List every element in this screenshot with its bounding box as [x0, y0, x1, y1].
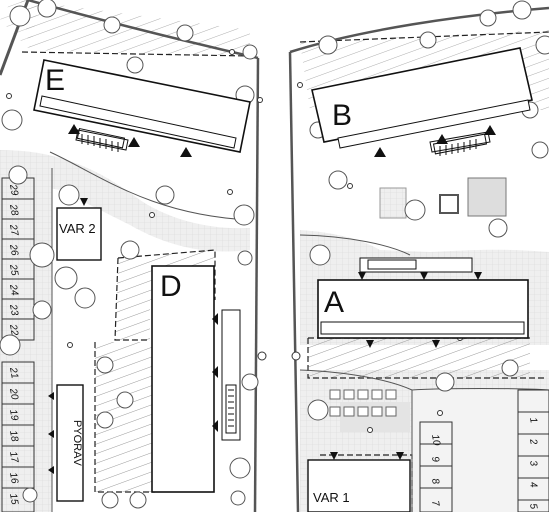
parking-number: 15 — [7, 493, 20, 506]
parking-number: 18 — [7, 430, 20, 443]
var2-shed: VAR 2 — [56, 207, 102, 261]
parking-number: 9 — [429, 456, 441, 464]
parking-number: 20 — [7, 387, 20, 401]
bike-shelter-label: PYÖRÄV — [71, 420, 83, 467]
parking-right-inner-numbers: 10 9 8 7 — [429, 434, 442, 508]
parking-number: 24 — [7, 283, 20, 297]
parking-right-outer-numbers: 123456 — [527, 417, 539, 511]
parking-number: 4 — [527, 481, 539, 489]
var1-shed: VAR 1 — [307, 459, 411, 513]
building-D-label: D — [160, 270, 182, 303]
parking-number: 7 — [429, 500, 441, 508]
parking-left-top-numbers: 29 28 27 26 25 24 23 22 — [7, 183, 20, 337]
parking-number: 2 — [527, 437, 539, 446]
parking-number: 16 — [7, 472, 20, 485]
parking-number: 1 — [527, 417, 539, 424]
var1-label: VAR 1 — [313, 490, 350, 505]
storage-boxes — [329, 389, 397, 417]
entrance-markers — [48, 124, 496, 474]
playground — [379, 177, 507, 219]
parking-number: 21 — [7, 366, 20, 380]
parking-left-bottom-numbers: 21 20 19 18 17 16 15 — [7, 366, 20, 506]
building-A-label: A — [324, 286, 344, 319]
parking-number: 10 — [429, 434, 442, 447]
parking-number: 27 — [7, 223, 20, 237]
parking-number: 22 — [7, 323, 20, 337]
parking-number: 17 — [7, 451, 20, 464]
parking-number: 23 — [7, 303, 20, 317]
parking-number: 25 — [7, 263, 20, 277]
building-B-label: B — [332, 99, 352, 132]
var2-label: VAR 2 — [59, 221, 96, 236]
building-D: D — [151, 265, 241, 493]
parking-number: 8 — [429, 478, 441, 486]
parking-number: 19 — [7, 409, 20, 422]
building-E-label: E — [45, 64, 65, 97]
building-E: E — [33, 59, 251, 153]
parking-number: 3 — [527, 460, 539, 468]
building-B: B — [311, 47, 533, 153]
parking-number: 28 — [7, 203, 20, 217]
bike-shelter: PYÖRÄV — [56, 384, 84, 502]
building-A: A — [317, 257, 529, 339]
parking-number: 29 — [7, 183, 20, 197]
parking-number: 5 — [527, 503, 539, 511]
parking-number: 26 — [7, 243, 20, 257]
